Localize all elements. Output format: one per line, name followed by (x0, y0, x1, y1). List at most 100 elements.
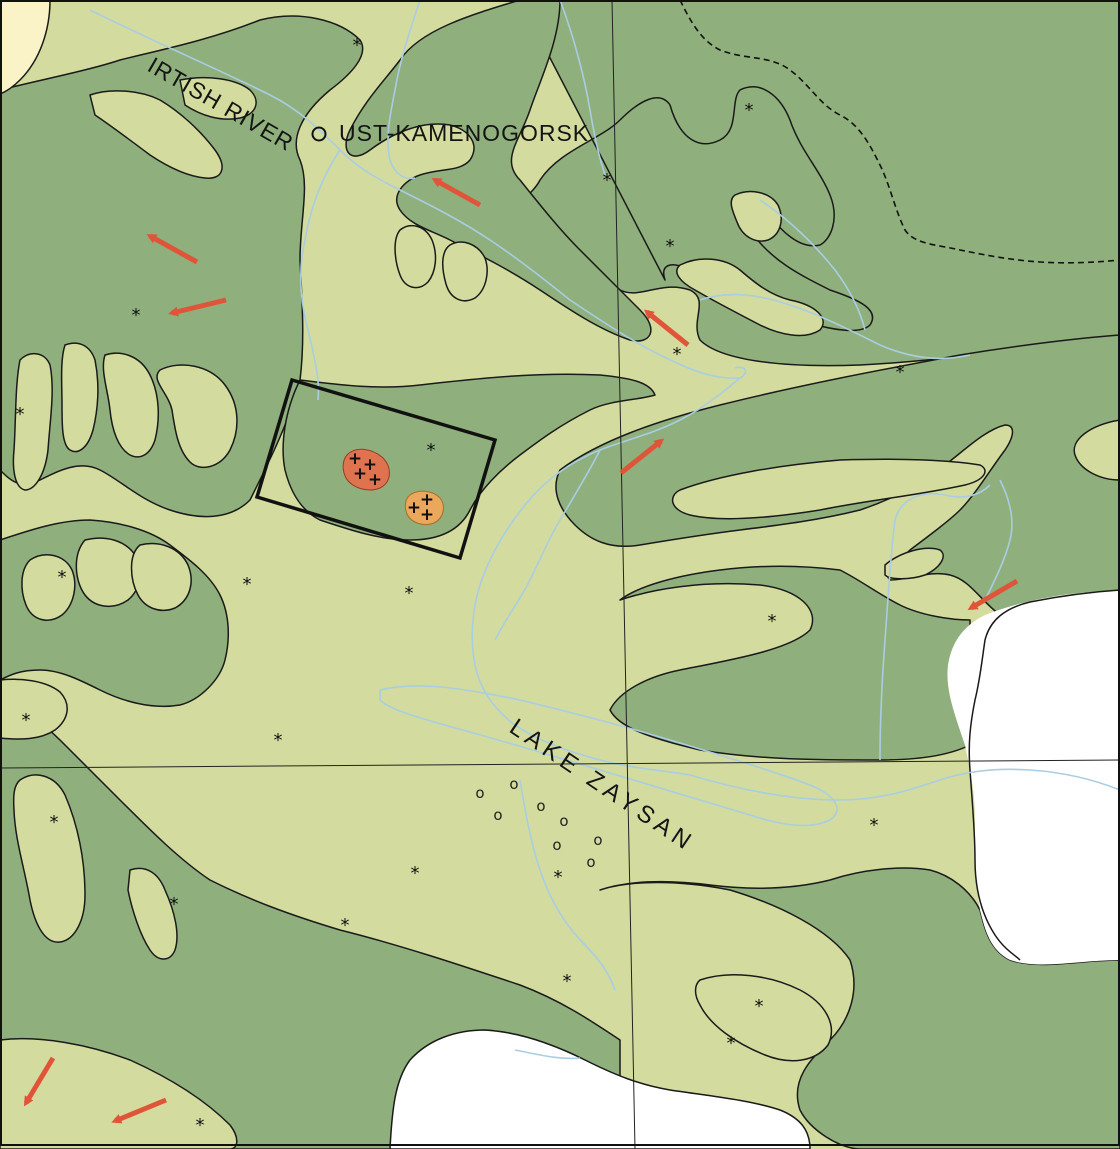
red-arrow-icon (967, 578, 1019, 611)
lowland-finger-2 (60, 342, 99, 453)
red-arrow-icon (643, 309, 690, 347)
oval-symbol: o (536, 797, 545, 815)
plus-symbol: + (363, 455, 377, 475)
lowland-east-1 (671, 458, 986, 520)
star-symbol: * (563, 971, 572, 992)
intrusion-red (342, 448, 390, 491)
plus-symbol: + (368, 470, 382, 490)
highland-south (599, 867, 1120, 1149)
star-symbol: * (666, 236, 675, 257)
oval-symbol: o (559, 812, 568, 830)
intrusion-orange (404, 490, 444, 526)
red-arrow-icon (146, 233, 199, 265)
star-symbol: * (22, 710, 31, 731)
meridian-line (611, 0, 636, 1149)
open-circle-icon (311, 126, 327, 142)
river-central (494, 449, 601, 641)
star-symbol: * (170, 894, 179, 915)
red-arrow-icon (619, 438, 665, 475)
cream-corner (0, 0, 51, 95)
lowland-patch-3 (130, 542, 192, 612)
lowland-finger-1 (12, 353, 53, 491)
river-main-south (471, 377, 741, 776)
oval-symbol: o (552, 836, 561, 854)
river-north2 (559, 0, 606, 176)
plus-symbol: + (420, 490, 434, 510)
star-symbol: * (405, 583, 414, 604)
lowland-tongue-nw2 (179, 76, 257, 120)
star-symbol: * (132, 305, 141, 326)
red-arrow-icon (23, 1056, 56, 1107)
lowland-bottom-left (0, 1037, 238, 1149)
star-symbol: * (411, 863, 420, 884)
star-symbol: * (274, 730, 283, 751)
lowland-patch-1 (21, 554, 76, 621)
river-east-trib (879, 484, 991, 761)
lowland-south-strip (694, 974, 833, 1062)
plus-symbol: + (420, 505, 434, 525)
lowland-ne-finger2 (730, 190, 782, 242)
lowland-north-finger2 (442, 241, 488, 302)
border-dashed (679, 0, 1120, 264)
parallel-line (0, 759, 1120, 769)
water-south (389, 1029, 811, 1149)
star-symbol: * (745, 100, 754, 121)
study-area-box (254, 377, 498, 561)
star-symbol: * (196, 1115, 205, 1136)
river-south2 (514, 1049, 581, 1060)
star-symbol: * (755, 996, 764, 1017)
oval-symbol: o (509, 775, 518, 793)
star-symbol: * (243, 574, 252, 595)
rivers (89, 0, 1120, 1060)
star-symbol: * (58, 567, 67, 588)
river-south-trib (519, 779, 616, 991)
irtish-river-branch (299, 149, 341, 401)
star-symbol: * (16, 404, 25, 425)
lowland-tongue-nw (89, 90, 223, 179)
star-symbol: * (50, 812, 59, 833)
star-symbol: * (870, 815, 879, 836)
river-ne2 (759, 199, 866, 331)
star-symbols: * * * * * * * * * * * * * * * * * * * * … (16, 35, 905, 1136)
red-arrow-icon (111, 1097, 167, 1124)
star-symbol: * (727, 1033, 736, 1054)
lowland-finger-3 (102, 352, 160, 458)
plus-symbol: + (348, 449, 362, 469)
plus-symbol: + (353, 464, 367, 484)
lowland-patch-2 (75, 537, 142, 607)
oval-symbol: o (593, 831, 602, 849)
star-symbol: * (673, 344, 682, 365)
star-symbol: * (768, 611, 777, 632)
red-arrow-icon (168, 297, 227, 317)
lowland-overlays (0, 76, 986, 1149)
lowland-east-2 (884, 547, 944, 580)
river-east-trib2 (984, 479, 1013, 601)
oval-symbol: o (475, 784, 484, 802)
arrows (23, 177, 1019, 1124)
water-east-outline (968, 589, 1120, 961)
highland-north-central (345, 0, 652, 342)
lowland-finger-south2 (12, 774, 86, 943)
oval-symbol: o (493, 806, 502, 824)
highland-northeast (507, 0, 1120, 367)
lowland-finger-south (127, 867, 178, 960)
plus-symbols: + + + + + + + (348, 449, 434, 525)
irtish-river (89, 9, 747, 380)
oval-symbols: o o o o o o o o (475, 775, 602, 871)
lowland-ne-finger (676, 258, 824, 337)
river-ne (699, 293, 971, 360)
lowland-finger-4 (156, 364, 238, 469)
plus-symbol: + (407, 498, 421, 518)
water-east (947, 590, 1120, 1149)
star-symbol: * (341, 915, 350, 936)
water-bodies (389, 589, 1120, 1149)
star-symbol: * (353, 35, 362, 56)
lowland-north-finger (394, 224, 437, 289)
river-southeast (689, 768, 1120, 801)
river-north (387, 0, 421, 180)
city-label: UST-KAMENOGORSK (339, 120, 589, 146)
lake-zaysan-outline (379, 685, 838, 827)
